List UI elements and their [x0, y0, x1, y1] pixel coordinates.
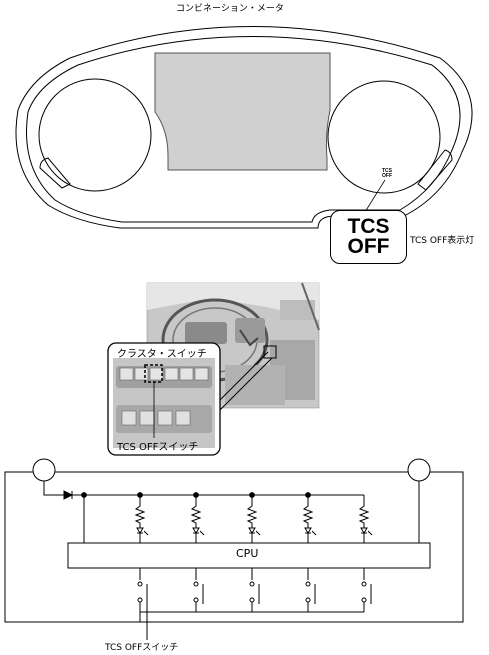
tcs-off-switch-label-circuit: TCS OFFスイッチ	[105, 643, 179, 653]
tcs-off-indicator-badge: TCS OFF	[330, 210, 407, 264]
tcs-off-indicator-label: TCS OFF表示灯	[410, 236, 475, 246]
left-gauge	[38, 78, 152, 192]
left-indicator-slot	[39, 157, 71, 189]
tcs-switch-highlight	[144, 364, 163, 383]
badge-line-2: OFF	[347, 235, 390, 258]
cpu-label: CPU	[236, 547, 259, 560]
combination-meter	[15, 26, 473, 229]
cluster-switch-label: クラスタ・スイッチ	[117, 349, 207, 360]
right-indicator-slot	[417, 149, 453, 191]
tcs-off-switch-label-photo: TCS OFFスイッチ	[117, 442, 199, 453]
cluster-switch-inset	[107, 342, 221, 456]
left-terminal	[32, 458, 56, 482]
callout-line-meter	[364, 179, 386, 213]
diode	[63, 490, 74, 500]
circuit-frame	[4, 471, 464, 623]
combination-meter-title: コンビネーション・メータ	[176, 4, 284, 14]
led-branches	[134, 492, 373, 543]
cpu-box	[67, 542, 431, 569]
circuit-diagram	[4, 458, 464, 640]
tcs-off-small-icon-off: OFF	[382, 173, 392, 179]
right-gauge	[327, 80, 441, 194]
center-display	[154, 52, 331, 171]
tcs-off-small-icon: TCS	[382, 168, 393, 174]
right-terminal	[407, 458, 431, 482]
switch-branches	[137, 568, 372, 622]
badge-line-1: TCS	[347, 215, 390, 238]
